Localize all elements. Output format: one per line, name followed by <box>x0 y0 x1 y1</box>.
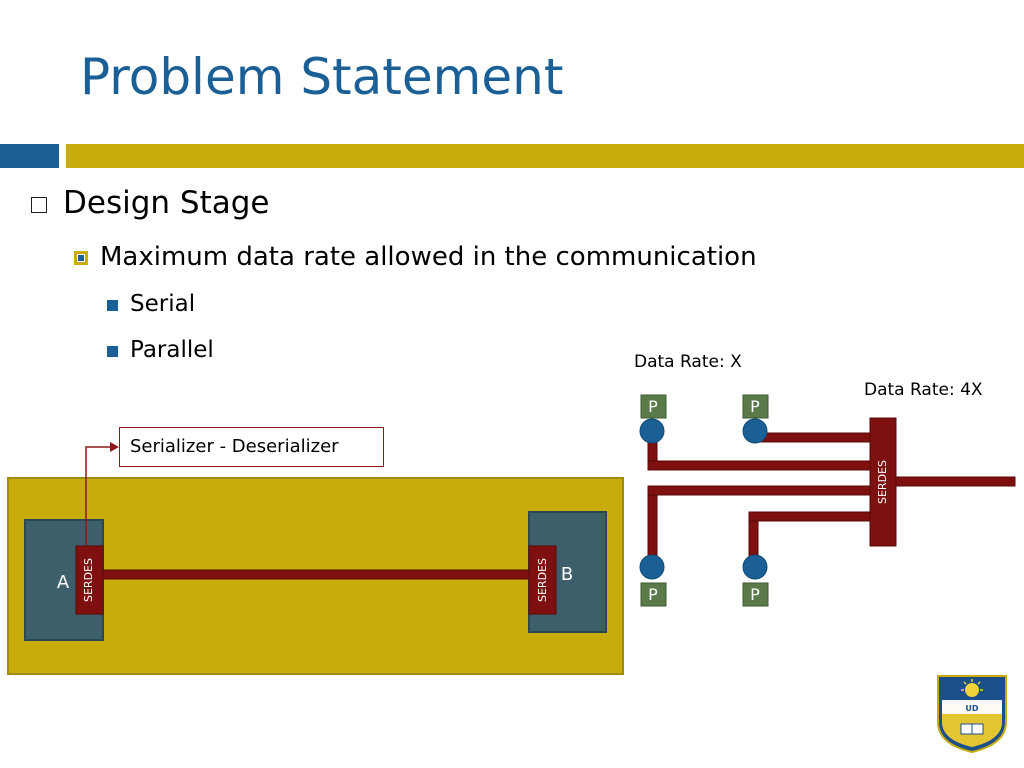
trace <box>748 511 877 522</box>
serdes-label-a: SERDES <box>82 558 95 602</box>
port-label: P <box>648 585 658 604</box>
chip-b-label: B <box>561 564 573 585</box>
port-label: P <box>750 585 760 604</box>
data-rate-serial-label: Data Rate: 4X <box>864 380 983 400</box>
port-box <box>640 582 667 607</box>
serdes-label-b: SERDES <box>536 558 549 602</box>
serdes-block-a <box>75 545 104 615</box>
bullet-design-stage: Design Stage <box>63 185 270 221</box>
header-bar-blue <box>0 144 59 168</box>
bullet-parallel: Parallel <box>130 337 214 363</box>
callout-connector <box>85 446 117 546</box>
serdes-block-b <box>528 545 557 615</box>
serial-link <box>99 569 533 580</box>
trace <box>647 460 877 471</box>
header-bar-gold <box>66 144 1024 168</box>
port-node <box>639 554 665 580</box>
trace <box>647 485 877 496</box>
serial-output-trace <box>892 476 1016 487</box>
chip-a-label: A <box>57 572 70 593</box>
port-node <box>639 418 665 444</box>
port-box <box>640 394 667 419</box>
bullet-max-data-rate: Maximum data rate allowed in the communi… <box>100 242 757 272</box>
svg-text:UD: UD <box>965 704 978 713</box>
port-box <box>742 582 769 607</box>
trace <box>749 432 877 443</box>
callout-arrow-icon <box>110 442 119 452</box>
bullet-square-blue-icon <box>107 300 118 311</box>
sun-icon <box>965 683 979 697</box>
serdes-block-right <box>869 417 897 547</box>
page-title: Problem Statement <box>80 48 564 106</box>
port-node <box>742 554 768 580</box>
port-box <box>742 394 769 419</box>
university-logo: UD <box>937 675 1007 754</box>
bullet-serial: Serial <box>130 291 196 317</box>
port-label: P <box>648 397 658 416</box>
data-rate-parallel-label: Data Rate: X <box>634 352 742 372</box>
bullet-square-outline-icon <box>31 197 47 213</box>
port-label: P <box>750 397 760 416</box>
bullet-square-blue-icon <box>107 346 118 357</box>
serdes-callout: Serializer - Deserializer <box>119 427 384 467</box>
port-node <box>742 418 768 444</box>
serdes-label-right: SERDES <box>876 460 889 504</box>
bullet-square-gold-icon <box>74 251 88 265</box>
trace <box>647 485 658 564</box>
